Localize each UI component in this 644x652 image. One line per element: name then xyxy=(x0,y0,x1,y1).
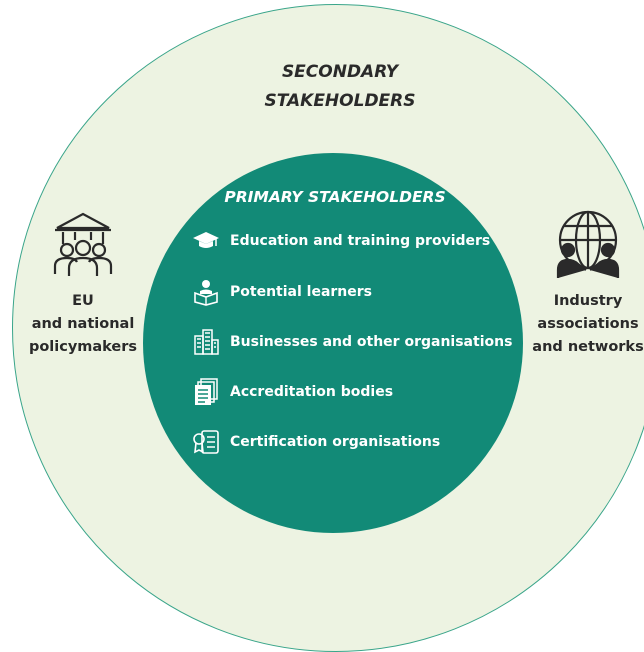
primary-item-education-providers: Education and training providers xyxy=(192,226,490,256)
primary-item-label: Education and training providers xyxy=(230,233,491,249)
primary-item-accreditation-bodies: Accreditation bodies xyxy=(192,377,393,407)
government-building-people-icon xyxy=(18,208,148,284)
policymakers-label: EU and national policymakers xyxy=(28,293,138,355)
globe-handshake-icon xyxy=(524,208,644,284)
industry-label: Industry associations and networks xyxy=(532,293,644,355)
primary-item-label: Businesses and other organisations xyxy=(230,334,513,350)
graduation-cap-icon xyxy=(192,226,222,256)
primary-item-label: Accreditation bodies xyxy=(230,384,394,400)
primary-stakeholders-circle xyxy=(143,153,523,533)
primary-item-certification-organisations: Certification organisations xyxy=(192,427,440,457)
primary-item-label: Certification organisations xyxy=(230,434,441,450)
certificate-icon xyxy=(192,427,222,457)
secondary-stakeholder-policymakers: EU and national policymakers xyxy=(18,208,148,359)
primary-item-businesses: Businesses and other organisations xyxy=(192,327,512,357)
primary-item-potential-learners: Potential learners xyxy=(192,277,372,307)
secondary-stakeholder-industry: Industry associations and networks xyxy=(524,208,644,359)
office-buildings-icon xyxy=(192,327,222,357)
primary-item-label: Potential learners xyxy=(230,284,372,300)
secondary-stakeholders-title: SECONDARY STAKEHOLDERS xyxy=(264,62,416,111)
documents-stack-icon xyxy=(192,377,222,407)
learner-reading-icon xyxy=(192,277,222,307)
primary-stakeholders-title: PRIMARY STAKEHOLDERS xyxy=(224,188,446,206)
